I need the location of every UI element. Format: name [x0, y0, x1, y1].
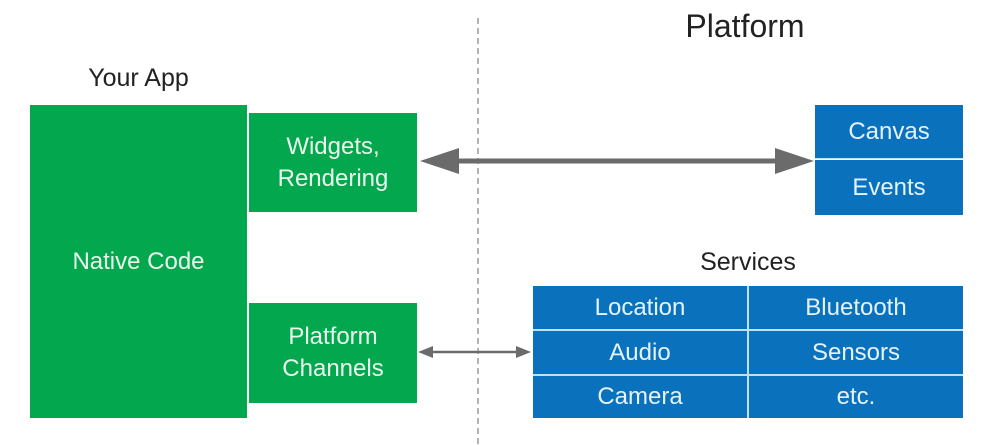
- service-cell-location: Location: [533, 286, 747, 329]
- services-title: Services: [700, 248, 796, 276]
- widgets-label-line1: Widgets,: [286, 132, 380, 160]
- platform-title: Platform: [685, 8, 805, 44]
- service-label: Camera: [597, 383, 683, 410]
- services-grid: Location Bluetooth Audio Sensors Camera …: [533, 286, 963, 418]
- platform-channels-box: Platform Channels: [249, 303, 417, 403]
- service-label: etc.: [836, 383, 876, 410]
- arrowhead-right-icon: [516, 346, 531, 358]
- service-cell-audio: Audio: [533, 331, 747, 374]
- service-label: Location: [594, 293, 686, 321]
- service-cell-bluetooth: Bluetooth: [749, 286, 963, 329]
- widgets-rendering-box: Widgets, Rendering: [249, 113, 417, 212]
- service-label: Sensors: [811, 338, 901, 366]
- your-app-title: Your App: [88, 64, 189, 92]
- service-label: Audio: [609, 338, 671, 366]
- events-cell: Events: [815, 160, 963, 215]
- native-code-label: Native Code: [72, 247, 205, 275]
- channels-label-line2: Channels: [282, 355, 384, 382]
- canvas-cell: Canvas: [815, 105, 963, 159]
- channels-services-arrow: [418, 346, 531, 358]
- service-cell-camera: Camera: [533, 376, 747, 418]
- arrowhead-left-icon: [420, 148, 459, 174]
- service-label: Bluetooth: [805, 293, 907, 321]
- service-cell-etc: etc.: [749, 376, 963, 418]
- channels-label-line1: Platform: [288, 323, 378, 350]
- service-cell-sensors: Sensors: [749, 331, 963, 374]
- canvas-label: Canvas: [848, 117, 930, 145]
- arrowhead-left-icon: [418, 346, 433, 358]
- events-label: Events: [852, 173, 926, 201]
- widgets-label-line2: Rendering: [277, 164, 389, 192]
- rendering-canvas-arrow: [420, 148, 814, 174]
- native-code-box: Native Code: [30, 105, 247, 418]
- arrowhead-right-icon: [775, 148, 814, 174]
- canvas-events-stack: Canvas Events: [815, 105, 963, 215]
